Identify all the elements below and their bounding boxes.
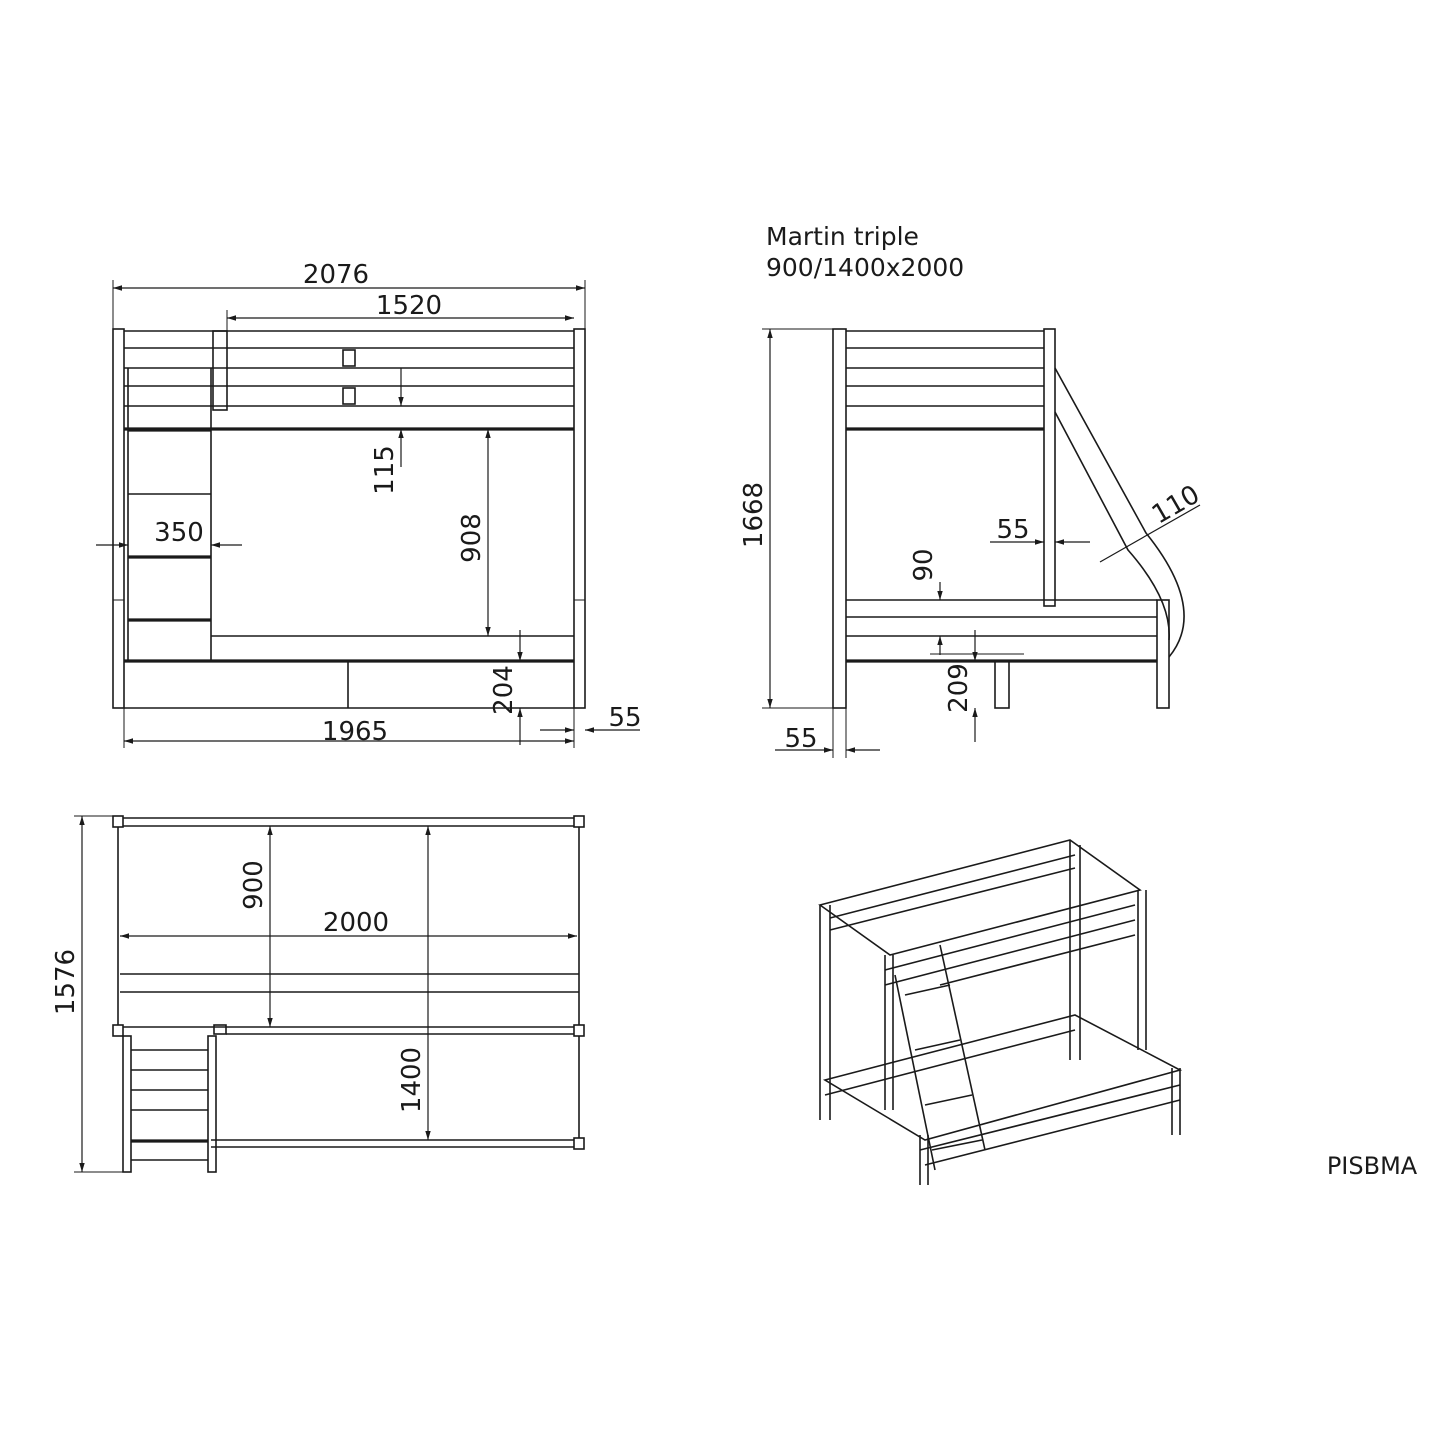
product-size: 900/1400x2000 [766, 253, 964, 282]
dim-upper-clearance: 908 [457, 513, 487, 563]
side-middle-post [1043, 328, 1056, 607]
dim-ladder-depth: 110 [1147, 480, 1205, 531]
dim-front-post-width: 55 [608, 703, 641, 733]
product-name: Martin triple [766, 222, 919, 251]
dim-leg-height: 209 [944, 663, 974, 713]
side-left-post [832, 328, 847, 709]
dim-middle-post-width: 55 [996, 515, 1029, 545]
title-block: Martin triple 900/1400x2000 [766, 222, 964, 282]
dim-upper-width: 900 [239, 860, 269, 910]
side-view: 1668 55 110 90 209 55 [739, 328, 1205, 758]
dim-lower-width: 1400 [397, 1047, 427, 1113]
front-left-post [112, 328, 125, 709]
dim-ladder-width: 350 [154, 518, 204, 548]
dim-total-width: 1576 [51, 949, 81, 1015]
dim-left-post-width: 55 [784, 724, 817, 754]
dim-total-height: 1668 [739, 482, 769, 548]
dim-base-height: 204 [489, 665, 519, 715]
dim-length: 2000 [323, 908, 389, 938]
isometric-view [818, 839, 1183, 1185]
dim-overall-width: 2076 [303, 260, 369, 290]
product-code: PISBMA [1327, 1152, 1418, 1180]
front-view: 2076 1520 115 908 350 204 1965 55 [96, 260, 642, 748]
side-right-post [1156, 599, 1170, 709]
dim-inner-length: 1965 [322, 717, 388, 747]
top-view: 1576 900 2000 1400 [51, 815, 585, 1173]
dim-top-bunk-length: 1520 [376, 291, 442, 321]
front-right-post [573, 328, 586, 709]
dim-rail-gap: 115 [370, 445, 400, 495]
dim-rail-height: 90 [909, 548, 939, 581]
